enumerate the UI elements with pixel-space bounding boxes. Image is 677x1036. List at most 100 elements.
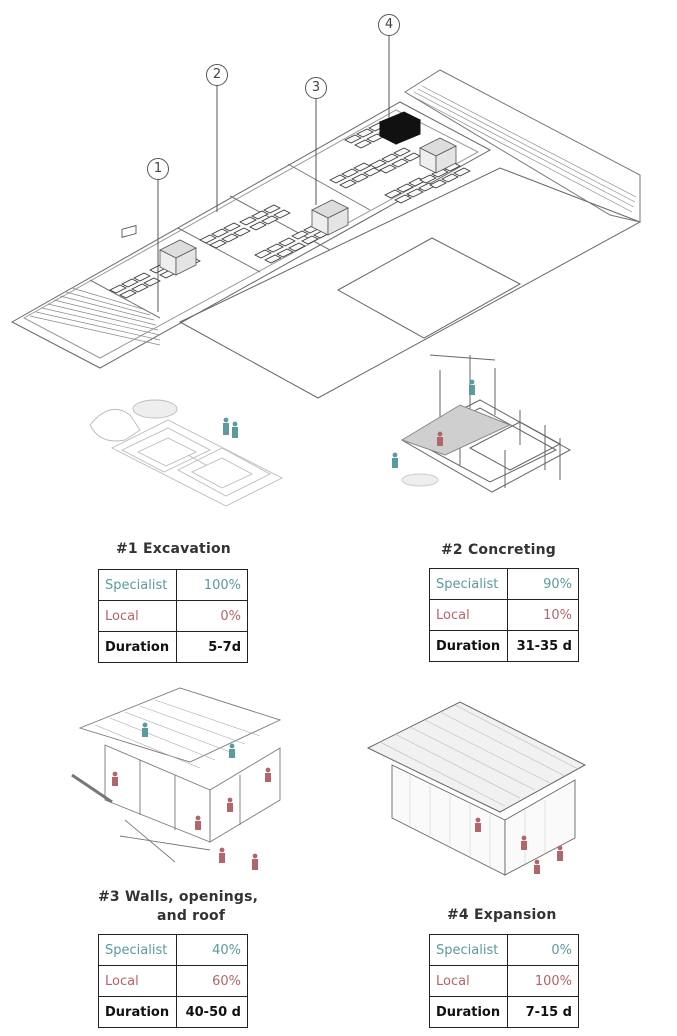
table-row: Local 0%	[98, 600, 248, 632]
duration-value: 40-50 d	[176, 996, 248, 1028]
plot-cell	[249, 221, 267, 231]
table-row: Specialist 40%	[98, 934, 248, 966]
marker-4: 4	[378, 14, 400, 36]
duration-value: 5-7d	[176, 631, 248, 663]
plot-cell	[264, 254, 282, 264]
plot-cell	[441, 173, 459, 183]
plot-cell	[233, 227, 251, 237]
plot-cell	[391, 158, 409, 168]
plot-cell	[109, 284, 127, 294]
plot-cell	[133, 272, 151, 282]
plot-cell	[278, 237, 296, 247]
phase-2-title: #2 Concreting	[441, 542, 556, 558]
plot-cell	[261, 215, 279, 225]
local-label: Local	[98, 600, 177, 632]
local-label: Local	[429, 965, 508, 997]
table-row: Specialist 90%	[429, 568, 579, 600]
plot-cell	[223, 222, 241, 232]
plot-cell	[199, 234, 217, 244]
plot-cell	[221, 233, 239, 243]
plot-cell	[351, 173, 369, 183]
plot-cell	[131, 283, 149, 293]
plot-cell	[354, 139, 372, 149]
plot-cell	[143, 277, 161, 287]
table-row: Duration 5-7d	[98, 631, 248, 663]
duration-label: Duration	[429, 996, 508, 1028]
plot-cell	[251, 210, 269, 220]
plot-cell	[384, 189, 402, 199]
plot-cell	[266, 243, 284, 253]
phase-1-table: Specialist 100% Local 0% Duration 5-7d	[98, 569, 248, 663]
plot-cell	[363, 167, 381, 177]
duration-label: Duration	[429, 630, 508, 662]
plot-cell	[211, 228, 229, 238]
phase-1-title: #1 Excavation	[116, 541, 231, 557]
duration-value: 7-15 d	[507, 996, 579, 1028]
plot-cell	[369, 159, 387, 169]
plot-cell	[406, 188, 424, 198]
marker-2: 2	[206, 64, 228, 86]
duration-label: Duration	[98, 996, 177, 1028]
open-lot-inner	[336, 237, 522, 339]
plot-cell	[209, 239, 227, 249]
phase-4-title: #4 Expansion	[447, 907, 557, 923]
concreting-drawing	[392, 354, 572, 493]
plot-cell	[393, 147, 411, 157]
table-row: Local 100%	[429, 965, 579, 997]
plot-cell	[453, 167, 471, 177]
local-label: Local	[429, 599, 508, 631]
plot-cell	[379, 164, 397, 174]
duration-value: 31-35 d	[507, 630, 579, 662]
plot-cell	[239, 216, 257, 226]
specialist-value: 100%	[176, 569, 248, 601]
local-value: 10%	[507, 599, 579, 631]
plot-cell	[341, 168, 359, 178]
table-row: Duration 7-15 d	[429, 996, 579, 1028]
table-row: Duration 40-50 d	[98, 996, 248, 1028]
phase-4-table: Specialist 0% Local 100% Duration 7-15 d	[429, 934, 579, 1028]
table-row: Specialist 100%	[98, 569, 248, 601]
plot-cell	[396, 183, 414, 193]
phase-3-table: Specialist 40% Local 60% Duration 40-50 …	[98, 934, 248, 1028]
plot-cell	[329, 174, 347, 184]
plot-cell	[254, 249, 272, 259]
local-value: 100%	[507, 965, 579, 997]
specialist-label: Specialist	[429, 568, 508, 600]
specialist-label: Specialist	[429, 934, 508, 966]
plot-cell	[356, 128, 374, 138]
phase-3-title-line2: and roof	[157, 908, 226, 924]
local-label: Local	[98, 965, 177, 997]
table-row: Local 10%	[429, 599, 579, 631]
plot-cell	[381, 153, 399, 163]
plot-cell	[429, 179, 447, 189]
plot-cell	[276, 248, 294, 258]
table-row: Local 60%	[98, 965, 248, 997]
marker-1: 1	[147, 158, 169, 180]
plot-cell	[344, 134, 362, 144]
table-row: Specialist 0%	[429, 934, 579, 966]
specialist-label: Specialist	[98, 934, 177, 966]
plot-cell	[121, 278, 139, 288]
marker-3: 3	[305, 77, 327, 99]
road-strip	[404, 69, 641, 223]
plot-cell	[291, 230, 309, 240]
plot-cell	[301, 235, 319, 245]
local-value: 0%	[176, 600, 248, 632]
plot-cell	[273, 209, 291, 219]
plot-cell	[353, 162, 371, 172]
specialist-label: Specialist	[98, 569, 177, 601]
plot-cell	[263, 204, 281, 214]
walls-roof-drawing	[71, 687, 282, 870]
duration-label: Duration	[98, 631, 177, 663]
plot-cell	[419, 174, 437, 184]
phase-2-table: Specialist 90% Local 10% Duration 31-35 …	[429, 568, 579, 662]
plot-cell	[119, 289, 137, 299]
local-value: 60%	[176, 965, 248, 997]
specialist-value: 40%	[176, 934, 248, 966]
plot-cell	[288, 242, 306, 252]
plot-cell	[394, 194, 412, 204]
terrace-platform	[10, 101, 492, 369]
specialist-value: 90%	[507, 568, 579, 600]
phase-3-title-line1: #3 Walls, openings,	[98, 889, 259, 905]
specialist-value: 0%	[507, 934, 579, 966]
